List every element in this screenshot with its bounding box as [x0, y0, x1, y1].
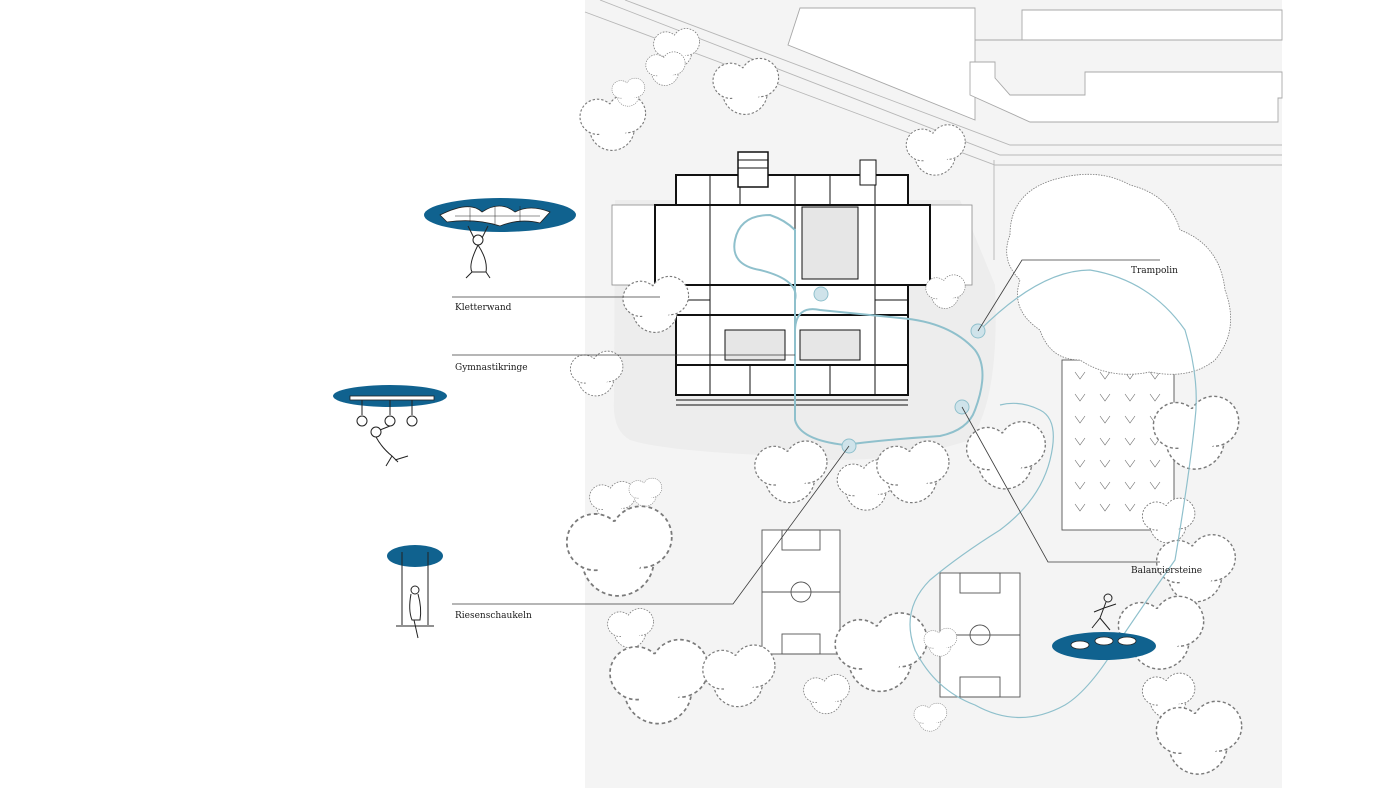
garden-mark — [1149, 393, 1161, 402]
garden-mark — [1074, 459, 1086, 468]
activity-path — [733, 213, 984, 447]
garden-mark — [1099, 437, 1111, 446]
garden-mark — [1124, 415, 1136, 424]
garden-mark — [1124, 481, 1136, 490]
garden-mark — [1149, 481, 1161, 490]
label-kletterwand: Kletterwand — [455, 303, 512, 313]
label-trampolin: Trampolin — [1131, 266, 1178, 276]
garden-mark — [1099, 481, 1111, 490]
garden-mark — [1124, 503, 1136, 512]
leader-riesenschaukeln — [452, 445, 850, 605]
garden-mark — [1074, 503, 1086, 512]
garden-mark — [1099, 459, 1111, 468]
garden-mark — [1099, 393, 1111, 402]
neighbour-building — [787, 7, 1283, 123]
label-gymnastikringe: Gymnastikringe — [455, 363, 528, 373]
garden-mark — [1099, 371, 1111, 380]
garden-mark — [1074, 393, 1086, 402]
sports-field-1 — [761, 529, 841, 655]
leader-trampolin — [977, 259, 1160, 332]
garden-mark — [1124, 437, 1136, 446]
road — [584, 0, 1282, 260]
garden-mark — [1149, 459, 1161, 468]
gymnastikringe-illustration — [333, 385, 447, 467]
garden-mark — [1074, 415, 1086, 424]
riesenschaukeln-illustration — [387, 545, 443, 639]
garden-marks — [1074, 371, 1161, 512]
balanciersteine-illustration — [1052, 593, 1156, 660]
large-tree-cluster — [1006, 173, 1231, 375]
garden-mark — [1124, 393, 1136, 402]
activity-path-loop — [909, 269, 1197, 719]
leader-lines — [452, 259, 1160, 605]
garden-mark — [1099, 503, 1111, 512]
garden-mark — [1074, 437, 1086, 446]
garden-mark — [1124, 459, 1136, 468]
garden-mark — [1149, 437, 1161, 446]
markers — [813, 286, 986, 454]
leader-balanciersteine — [961, 406, 1160, 563]
garden-mark — [1099, 415, 1111, 424]
label-balanciersteine: Balanciersteine — [1131, 566, 1202, 576]
school-building — [611, 151, 973, 406]
garden-mark — [1074, 371, 1086, 380]
garden-mark — [1074, 481, 1086, 490]
garden-mark — [1149, 371, 1161, 380]
marker-kletterwand — [813, 286, 829, 302]
kletterwand-illustration — [424, 198, 576, 279]
label-riesenschaukeln: Riesenschaukeln — [455, 611, 532, 621]
